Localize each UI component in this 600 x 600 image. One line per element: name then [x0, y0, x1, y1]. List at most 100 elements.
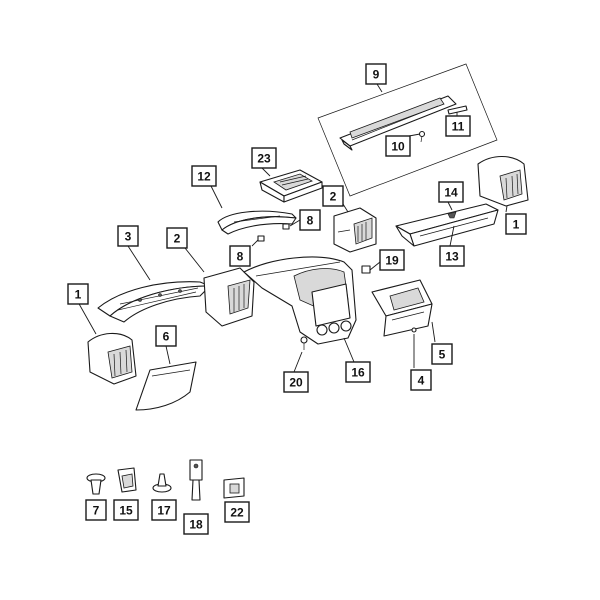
- part-23-bin: [259, 169, 323, 203]
- part-6-glove-door: [135, 361, 197, 411]
- callout-box: [438, 181, 464, 203]
- callout-c17: 17: [151, 499, 177, 521]
- callout-box: [345, 361, 371, 383]
- callout-c9: 9: [365, 63, 387, 85]
- callout-box: [183, 513, 209, 535]
- callout-box: [322, 185, 344, 207]
- callout-box: [151, 499, 177, 521]
- callout-c11: 11: [445, 115, 471, 137]
- callout-number: 23: [257, 152, 271, 166]
- part-1-vent-right: [477, 155, 529, 207]
- callout-c8a: 8: [229, 245, 251, 267]
- callout-c19: 19: [379, 249, 405, 271]
- callout-box: [229, 245, 251, 267]
- callout-c2a: 2: [166, 227, 188, 249]
- callout-number: 1: [75, 288, 82, 302]
- part-8-clip-lower: [257, 235, 265, 242]
- callout-c1b: 1: [505, 213, 527, 235]
- callout-c13: 13: [439, 245, 465, 267]
- part-2-vent-right: [333, 207, 377, 253]
- callout-c18: 18: [183, 513, 209, 535]
- part-16-main-bezel: [243, 256, 357, 345]
- callout-box: [224, 501, 250, 523]
- callout-number: 15: [119, 504, 133, 518]
- callout-c10: 10: [385, 135, 411, 157]
- callout-c5: 5: [431, 343, 453, 365]
- callout-box: [117, 225, 139, 247]
- callout-box: [431, 343, 453, 365]
- callout-number: 16: [351, 366, 365, 380]
- callout-number: 8: [237, 250, 244, 264]
- part-13-trim: [395, 203, 499, 247]
- callout-number: 17: [157, 504, 171, 518]
- callout-c6: 6: [155, 325, 177, 347]
- callout-c14: 14: [438, 181, 464, 203]
- callout-number: 2: [174, 232, 181, 246]
- part-11-strip: [447, 105, 468, 115]
- callout-c20: 20: [283, 371, 309, 393]
- part-12-cover: [217, 210, 297, 235]
- callout-c3: 3: [117, 225, 139, 247]
- callout-box: [85, 499, 107, 521]
- callout-box: [67, 283, 89, 305]
- callout-box: [155, 325, 177, 347]
- callout-number: 11: [452, 120, 465, 134]
- part-2-vent-left: [203, 267, 255, 327]
- callout-c16: 16: [345, 361, 371, 383]
- leader-lines: [77, 83, 508, 373]
- callout-box: [365, 63, 387, 85]
- callout-c1a: 1: [67, 283, 89, 305]
- part-8-clip-upper: [282, 223, 290, 230]
- part-22-bracket: [223, 477, 245, 499]
- callout-number: 7: [93, 504, 100, 518]
- callout-number: 6: [163, 330, 170, 344]
- inset-frame: [317, 63, 498, 197]
- callout-box: [113, 499, 139, 521]
- callout-number: 5: [439, 348, 446, 362]
- callout-number: 13: [445, 250, 459, 264]
- callout-box: [251, 147, 277, 169]
- callout-box: [191, 165, 217, 187]
- part-20-screw: [300, 336, 308, 350]
- part-14-clip: [447, 211, 457, 219]
- part-15-clip: [117, 467, 137, 493]
- callout-number: 2: [330, 190, 337, 204]
- part-18-strap: [189, 459, 203, 501]
- callout-box: [299, 209, 321, 231]
- part-19-switch: [361, 265, 371, 274]
- callout-c22: 22: [224, 501, 250, 523]
- part-1-vent-left: [87, 332, 137, 385]
- callout-box: [439, 245, 465, 267]
- part-5-center-bracket: [371, 279, 433, 337]
- callout-number: 20: [289, 376, 303, 390]
- callout-number: 9: [373, 68, 380, 82]
- callout-c12: 12: [191, 165, 217, 187]
- callout-c2b: 2: [322, 185, 344, 207]
- callout-number: 10: [391, 140, 405, 154]
- part-7-push-pin: [86, 473, 106, 495]
- callout-number: 3: [125, 230, 132, 244]
- callout-number: 1: [513, 218, 520, 232]
- callout-c4: 4: [410, 369, 432, 391]
- callout-number: 4: [418, 374, 425, 388]
- callout-box: [445, 115, 471, 137]
- part-17-grommet: [152, 473, 172, 493]
- part-9-display-panel: [317, 63, 498, 197]
- callout-number: 12: [197, 170, 211, 184]
- callout-box: [166, 227, 188, 249]
- callout-box: [283, 371, 309, 393]
- callout-number: 14: [444, 186, 458, 200]
- callout-box: [385, 135, 411, 157]
- callout-box: [410, 369, 432, 391]
- callout-c15: 15: [113, 499, 139, 521]
- callout-number: 18: [189, 518, 203, 532]
- callout-c8b: 8: [299, 209, 321, 231]
- callout-number: 19: [385, 254, 399, 268]
- callout-number: 22: [230, 506, 244, 520]
- part-4-screw: [411, 327, 417, 333]
- callout-c7: 7: [85, 499, 107, 521]
- part-10-screw: [418, 130, 426, 143]
- callout-box: [379, 249, 405, 271]
